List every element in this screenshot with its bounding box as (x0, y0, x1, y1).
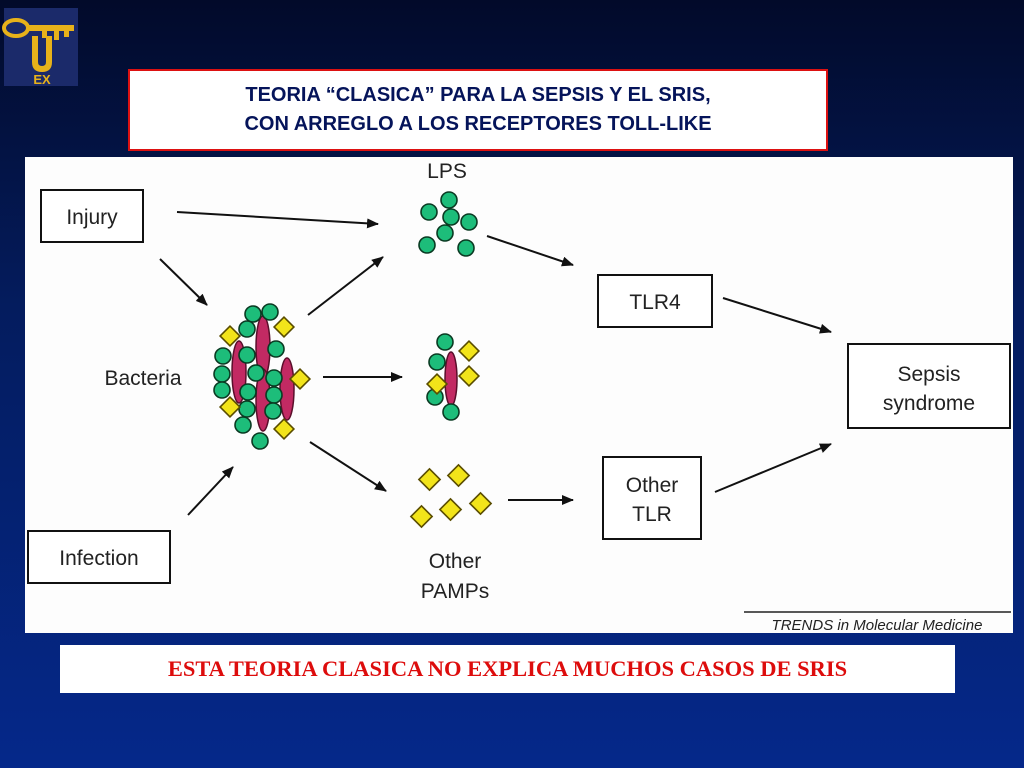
arrow-bacteria-to-pamps (309, 441, 387, 492)
arrow-injury-to-lps (176, 211, 379, 229)
lps-molecule (440, 191, 458, 209)
lps-molecules (418, 191, 478, 257)
diagram-canvas: Injury Infection TLR4 Other TLR Sepsis s… (27, 160, 1011, 634)
bacteria-cluster (213, 303, 312, 450)
tlr4-box: TLR4 (597, 274, 713, 328)
fragment-rod (444, 351, 458, 407)
lps-molecule (442, 208, 460, 226)
lps-molecule (457, 239, 475, 257)
arrow-tlr4-to-sepsis (722, 297, 832, 334)
arrow-infection-to-bacteria (187, 466, 234, 516)
injury-label: Injury (66, 206, 118, 229)
arrow-injury-to-bacteria (159, 258, 208, 306)
lps-molecule (420, 203, 438, 221)
bacterial-pamp (272, 417, 296, 441)
infection-box: Infection (27, 530, 171, 584)
arrow-lps-to-tlr4 (486, 235, 574, 267)
other-pamps (409, 463, 493, 529)
pamp-diamond (446, 463, 471, 488)
bacteria-label: Bacteria (104, 367, 181, 390)
lps-molecule (418, 236, 436, 254)
sepsis-label-2: syndrome (883, 392, 975, 415)
key-shaft-icon (26, 25, 74, 31)
conclusion-text: ESTA TEORIA CLASICA NO EXPLICA MUCHOS CA… (167, 656, 848, 681)
bacterial-lps (213, 381, 231, 399)
bacterial-pamp (272, 315, 296, 339)
bacterial-lps (251, 432, 269, 450)
pamp-diamond (409, 504, 434, 529)
bacterial-pamp (218, 395, 242, 419)
fragment-pamp (457, 364, 481, 388)
arrow-other-tlr-to-sepsis (714, 443, 832, 493)
other-pamps-label-1: Other (429, 550, 482, 573)
bacterial-lps (238, 320, 256, 338)
journal-credit: TRENDS in Molecular Medicine (772, 617, 983, 633)
pamp-diamond (417, 467, 442, 492)
fragment-lps (442, 403, 460, 421)
conclusion-box: ESTA TEORIA CLASICA NO EXPLICA MUCHOS CA… (60, 645, 955, 693)
logo-text: EX (33, 72, 51, 87)
bacterial-lps (261, 303, 279, 321)
logo-letter-u-icon (32, 36, 52, 72)
sepsis-diagram: Injury Infection TLR4 Other TLR Sepsis s… (25, 157, 1013, 634)
fragment-pamp (425, 372, 449, 396)
fragment-lps (428, 353, 446, 371)
lps-label: LPS (427, 160, 467, 183)
bacterial-lps (247, 364, 265, 382)
other-tlr-box: Other TLR (602, 456, 702, 540)
bacterial-lps (265, 369, 283, 387)
pamp-diamond (438, 497, 463, 522)
bacterial-lps (238, 346, 256, 364)
title-line-2: CON ARREGLO A LOS RECEPTORES TOLL-LIKE (244, 113, 712, 135)
bacterial-pamp (218, 324, 242, 348)
injury-box: Injury (40, 189, 144, 243)
bacterial-lps (244, 305, 262, 323)
tlr4-label: TLR4 (629, 291, 681, 314)
lps-molecule (436, 224, 454, 242)
university-logo: EX (2, 8, 78, 87)
lps-molecule (460, 213, 478, 231)
pamp-diamond (468, 491, 493, 516)
sepsis-syndrome-box: Sepsis syndrome (847, 343, 1011, 429)
fragment-lps (436, 333, 454, 351)
bacterial-pamp (288, 367, 312, 391)
bacterial-lps (214, 347, 232, 365)
bacterial-lps (234, 416, 252, 434)
title-box: TEORIA “CLASICA” PARA LA SEPSIS Y EL SRI… (128, 69, 828, 151)
bacterial-lps (213, 365, 231, 383)
arrow-bacteria-to-lps (307, 256, 384, 316)
bacterial-fragment (425, 333, 481, 421)
title-line-1: TEORIA “CLASICA” PARA LA SEPSIS Y EL SRI… (245, 84, 711, 106)
bacterial-lps (238, 400, 256, 418)
fragment-pamp (457, 339, 481, 363)
bacterial-lps (239, 383, 257, 401)
other-pamps-label-2: PAMPs (421, 580, 489, 603)
other-tlr-label-2: TLR (632, 503, 672, 526)
flow-arrows (159, 211, 832, 516)
bacterium-rod (279, 357, 295, 421)
bacterial-lps (267, 340, 285, 358)
sepsis-label-1: Sepsis (897, 363, 960, 386)
infection-label: Infection (59, 547, 138, 570)
bacterial-lps (265, 386, 283, 404)
other-tlr-label-1: Other (626, 474, 679, 497)
bacterial-lps (264, 402, 282, 420)
